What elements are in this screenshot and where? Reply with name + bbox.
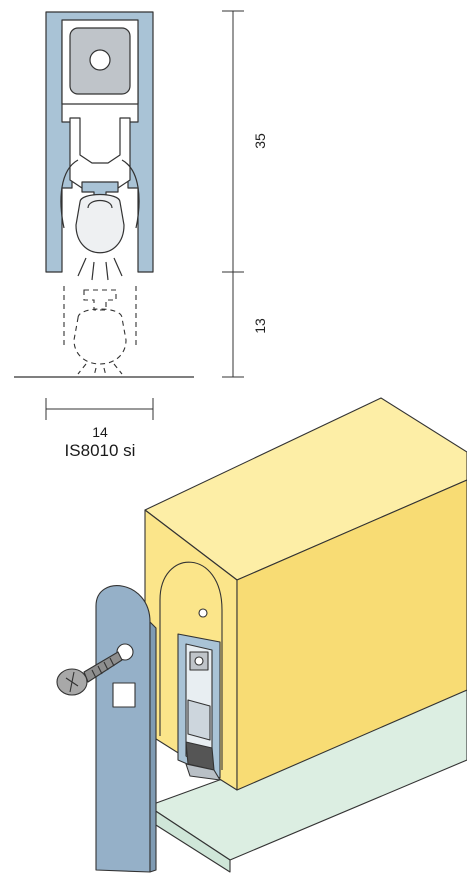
isometric-assembly [56, 397, 467, 873]
housing-fixing-hole [194, 656, 204, 666]
lowered-position-ghost [63, 286, 137, 377]
width-label: 14 [92, 424, 108, 440]
seal-lips [77, 257, 123, 281]
product-name: IS8010 si [64, 441, 136, 460]
caption-block: 14 IS8010 si [0, 424, 200, 462]
height-dimension [222, 10, 244, 378]
spring-right [121, 159, 140, 229]
end-cover-plate [95, 585, 151, 873]
seal-bulb-inner [87, 199, 113, 209]
screw-thread [91, 657, 115, 679]
screw-cross [65, 671, 79, 693]
screw-icon [56, 651, 123, 696]
height-upper-label: 35 [252, 133, 268, 149]
spring-left [60, 159, 79, 229]
end-cover-edge [149, 621, 157, 873]
inner-carrier [69, 117, 131, 189]
fixing-hole [89, 49, 111, 71]
width-dimension [45, 398, 154, 420]
housing-carrier [187, 699, 211, 741]
door-large-face [236, 479, 467, 791]
housing-foot [185, 763, 221, 781]
seal-bulb [75, 193, 125, 254]
cover-square-opening [112, 682, 136, 708]
height-lower-label: 13 [252, 318, 268, 334]
recess-screw-hole [198, 608, 208, 618]
cross-section-drawing [45, 11, 154, 281]
